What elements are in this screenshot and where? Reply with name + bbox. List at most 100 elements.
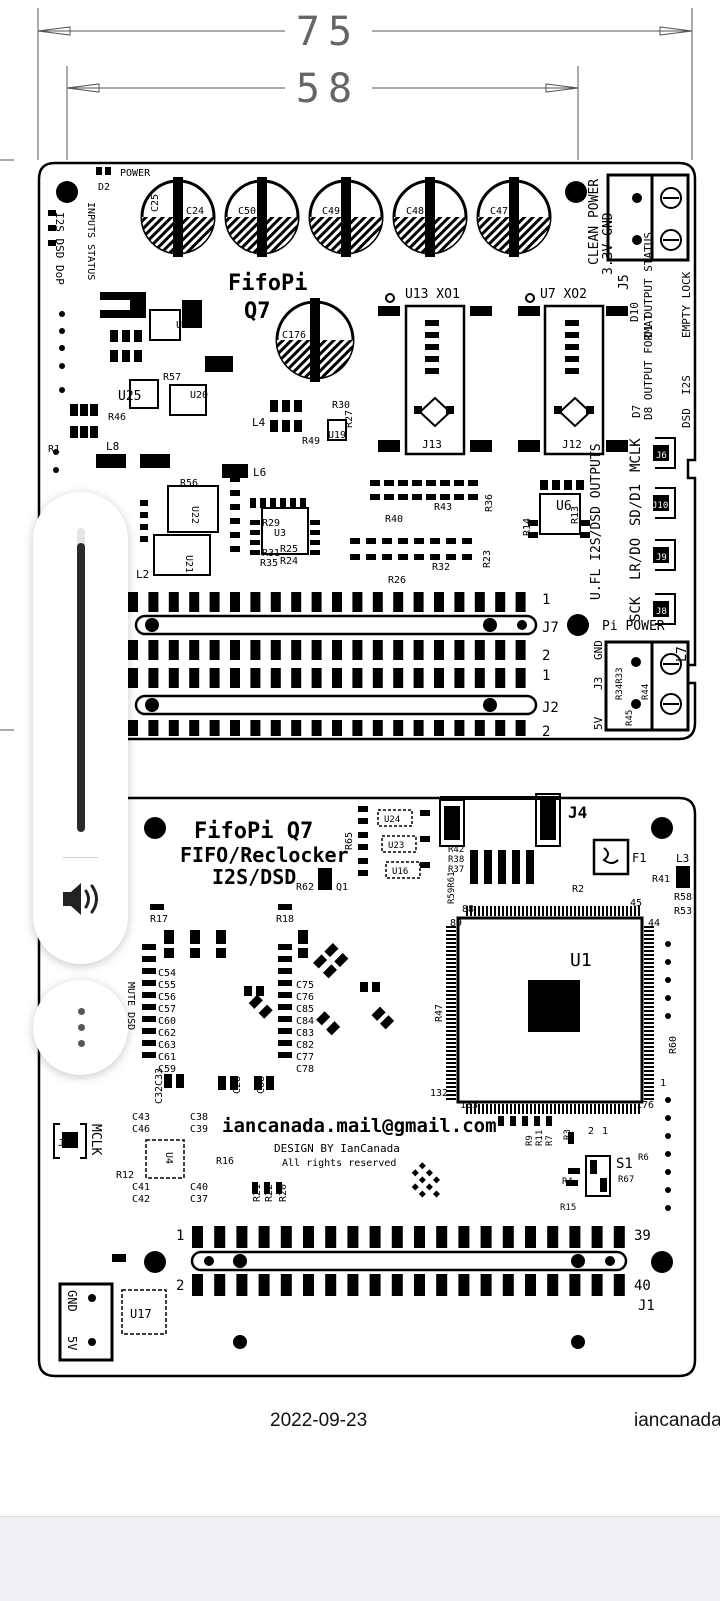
r16-label: R16 <box>216 1156 234 1167</box>
u21-label: U21 <box>183 555 194 573</box>
mclk-label: MCLK <box>628 438 644 472</box>
empty-lock-label: EMPTY LOCK <box>680 271 693 338</box>
c32-label: C32 <box>154 1086 165 1104</box>
r6-label: R6 <box>638 1153 649 1163</box>
c39-label: C39 <box>190 1124 208 1135</box>
j1-pin2-label: 2 <box>176 1278 184 1294</box>
s1-label: S1 <box>616 1156 633 1172</box>
rights-text: All rights reserved <box>282 1158 396 1169</box>
r47-label: R47 <box>434 1004 445 1022</box>
c28-label: C28 <box>232 1076 243 1094</box>
r17-label: R17 <box>150 914 168 925</box>
c55-label: C55 <box>158 980 176 991</box>
c54-label: C54 <box>158 968 176 979</box>
r53-label: R53 <box>674 906 692 917</box>
inputs-status-label: INPUTS STATUS <box>85 202 96 280</box>
r67-label: R67 <box>618 1175 634 1185</box>
connector-j4 <box>439 793 561 884</box>
r26-label: R26 <box>388 575 406 586</box>
u1-pin1: 1 <box>660 1078 666 1089</box>
c75-label: C75 <box>296 980 314 991</box>
date-caption: 2022-09-23 <box>270 1410 368 1431</box>
l4-label: L4 <box>252 416 266 429</box>
oscillator-u13 <box>378 293 492 456</box>
r44-label: R44 <box>641 684 651 700</box>
chip-u1 <box>456 916 644 1104</box>
dimension-outer: 75 <box>296 9 360 55</box>
j2-label: J2 <box>542 700 559 716</box>
d7-label: D7 <box>630 405 643 418</box>
d1-output-status-label: D1 OUTPUT STATUS <box>642 232 655 338</box>
c60-label: C60 <box>158 1016 176 1027</box>
c68-label: C68 <box>256 1076 267 1094</box>
bottom-title: FifoPi Q7 <box>194 819 313 844</box>
r20-label: R20 <box>278 1184 289 1202</box>
c63-label: C63 <box>158 1040 176 1051</box>
u11-label: U11 <box>176 320 194 331</box>
u25-label: U25 <box>118 389 141 404</box>
more-options-button[interactable] <box>33 980 128 1075</box>
5v-label: 5V <box>592 716 605 730</box>
r23-label: R23 <box>482 550 493 568</box>
u13-label: U13 XO1 <box>405 287 460 302</box>
c61-label: C61 <box>158 1052 176 1063</box>
c83-label: C83 <box>296 1028 314 1039</box>
speaker-icon[interactable] <box>55 877 105 921</box>
u3-label: U3 <box>274 528 286 539</box>
c77-label: C77 <box>296 1052 314 1063</box>
bottom-line3: I2S/DSD <box>212 865 296 889</box>
j1-pin40-label: 40 <box>634 1278 651 1294</box>
r7-label: R7 <box>545 1135 555 1146</box>
u1-pin44: 44 <box>648 918 660 929</box>
volume-slider[interactable] <box>77 528 85 832</box>
header-pads-top <box>128 592 526 736</box>
r62-label: R62 <box>296 882 314 893</box>
r30-label: R30 <box>332 400 350 411</box>
u4-label: U4 <box>163 1152 174 1164</box>
sck-label: SCK <box>628 596 644 622</box>
sw2-label: 2 <box>588 1126 594 1137</box>
u1-pin88: 88 <box>462 904 474 915</box>
c38-label: C38 <box>190 1112 208 1123</box>
j1-pin1-label: 1 <box>176 1228 184 1244</box>
mclk-label-bottom: MCLK <box>88 1124 103 1155</box>
c50-label: C50 <box>238 206 256 217</box>
chip-u1-pins <box>446 906 654 1114</box>
r29-label: R29 <box>262 518 280 529</box>
u20-label: U20 <box>190 390 208 401</box>
j10-label: J10 <box>652 501 668 511</box>
r35-label: R35 <box>260 558 278 569</box>
r57-label: R57 <box>163 372 181 383</box>
u1-pin89: 89 <box>450 918 462 929</box>
j12-label: J12 <box>562 438 582 451</box>
r1-label: R1 <box>48 444 60 455</box>
header-pin2b-label: 2 <box>542 724 550 740</box>
j3-label: J3 <box>592 677 605 690</box>
r59r61-label: R59R61 <box>447 871 457 904</box>
r32-label: R32 <box>432 562 450 573</box>
c176-label: C176 <box>282 330 306 341</box>
bottom-line2: FIFO/Reclocker <box>180 843 349 867</box>
u1-pin132: 132 <box>430 1088 448 1099</box>
r34r33-label: R34R33 <box>615 667 625 700</box>
r24-label: R24 <box>280 556 298 567</box>
pi-power-label: Pi POWER <box>602 619 665 634</box>
r58-label: R58 <box>674 892 692 903</box>
u19-label: U19 <box>328 430 346 441</box>
c82-label: C82 <box>296 1040 314 1051</box>
j1-pin39-label: 39 <box>634 1228 651 1244</box>
dimension-lines <box>0 8 693 731</box>
r36-label: R36 <box>484 494 495 512</box>
r12-label: R12 <box>116 1170 134 1181</box>
more-dot <box>78 1040 85 1047</box>
c42-label: C42 <box>132 1194 150 1205</box>
r9-label: R9 <box>525 1135 535 1146</box>
c57-label: C57 <box>158 1004 176 1015</box>
r18-label: R18 <box>276 914 294 925</box>
j6-label: J6 <box>656 451 667 461</box>
d8-output-format-label: D8 OUTPUT FORMAT <box>642 314 655 420</box>
more-vertical-icon <box>78 1008 85 1015</box>
ic-outlines <box>129 309 581 576</box>
r3-label: R3 <box>563 1129 573 1140</box>
ufl-outputs-label: U.FL I2S/DSD OUTPUTS <box>589 443 604 600</box>
